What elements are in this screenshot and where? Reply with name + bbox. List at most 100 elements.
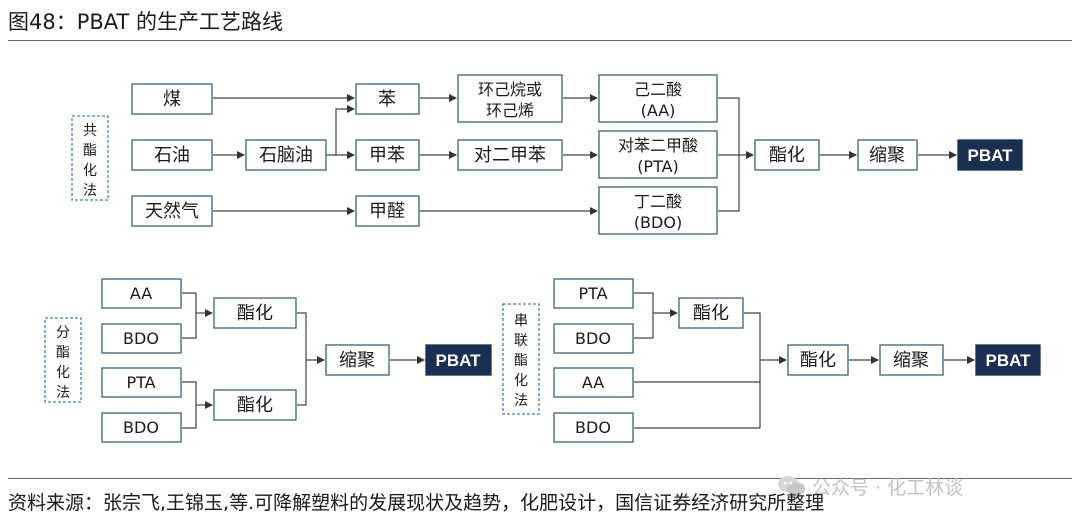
- node-label: 缩聚: [869, 145, 905, 166]
- node-polycondensation: [857, 139, 918, 171]
- node-label: 对二甲苯: [474, 145, 546, 166]
- merge-line-pta-bdo: [182, 381, 197, 429]
- node-label: 缩聚: [339, 350, 375, 371]
- split-esterification-label-box: [44, 317, 82, 403]
- co-esterification-section: 共 酯 化 法 煤 石油 天然气 石脑油 苯 甲苯 甲醛: [71, 74, 1023, 235]
- side-label-char: 酯: [83, 143, 97, 159]
- node-product-pbat: [975, 344, 1041, 376]
- series-esterification-label-box: [502, 303, 540, 415]
- node-label: 酯化: [800, 350, 836, 371]
- node-label: 甲苯: [369, 145, 405, 166]
- node-cyclohexane: [457, 74, 563, 123]
- node-esterification-a: [678, 297, 744, 329]
- node-bdo: [553, 412, 634, 443]
- node-label: PTA: [126, 373, 155, 392]
- side-label-char: 酯: [514, 353, 528, 369]
- side-label-char: 化: [514, 373, 528, 389]
- node-pta: [101, 367, 182, 398]
- node-label: 酯化: [693, 303, 729, 324]
- node-bdo: [598, 186, 718, 235]
- node-methanol: [355, 195, 420, 227]
- node-label: BDO: [575, 329, 611, 348]
- line-aa-merge: [634, 360, 761, 383]
- figure-title: 图48：PBAT 的生产工艺路线: [8, 10, 284, 34]
- node-benzene: [355, 83, 420, 115]
- node-bdo: [101, 412, 182, 443]
- node-label: AA: [582, 373, 604, 392]
- node-esterification-b: [213, 389, 297, 421]
- side-label-char: 法: [83, 183, 97, 199]
- node-polycondensation: [325, 344, 390, 376]
- node-product-pbat: [957, 139, 1023, 171]
- node-coal: [131, 83, 213, 115]
- line-bdo-merge: [634, 382, 761, 429]
- node-label: 缩聚: [893, 350, 929, 371]
- side-label-char: 化: [83, 163, 97, 179]
- node-label: (BDO): [634, 213, 682, 232]
- node-label: PBAT: [435, 351, 481, 370]
- node-p-xylene: [457, 139, 563, 171]
- watermark: 公众号 · 化工林谈: [812, 477, 964, 499]
- side-label-char: 分: [56, 325, 70, 341]
- arrow-naphtha-benzene: [335, 105, 355, 155]
- node-esterification: [754, 139, 820, 171]
- node-label: 己二酸: [634, 80, 682, 99]
- node-label: 煤: [163, 89, 181, 110]
- series-esterification-section: 串 联 酯 化 法 PTA BDO AA BDO 酯化 酯化 缩聚 PBAT: [502, 278, 1041, 443]
- node-aa: [553, 367, 634, 398]
- node-label: PTA: [578, 284, 607, 303]
- side-label-char: 共: [83, 123, 97, 139]
- side-label-char: 法: [56, 385, 70, 401]
- node-natural-gas: [131, 195, 213, 227]
- node-esterification-a: [213, 297, 297, 329]
- node-label: PBAT: [985, 351, 1031, 370]
- node-pta: [553, 278, 634, 309]
- node-bdo: [553, 323, 634, 354]
- node-label: 丁二酸: [634, 192, 682, 211]
- node-label: BDO: [123, 418, 159, 437]
- node-label: BDO: [575, 418, 611, 437]
- side-label-char: 串: [514, 313, 528, 329]
- node-toluene: [355, 139, 420, 171]
- node-bdo: [101, 323, 182, 354]
- wechat-icon: [778, 476, 805, 496]
- node-label: 环己烯: [486, 101, 534, 120]
- node-aa: [101, 278, 182, 309]
- side-label-char: 化: [56, 365, 70, 381]
- split-esterification-section: 分 酯 化 法 AA BDO PTA BDO 酯化 酯化 缩聚 PBAT: [44, 278, 492, 443]
- side-label-char: 联: [514, 333, 528, 349]
- node-naphtha: [245, 139, 327, 171]
- node-label: 石脑油: [259, 145, 313, 166]
- node-label: 甲醛: [369, 201, 405, 222]
- merge-line-aa-bdo: [182, 292, 197, 339]
- node-polycondensation: [879, 344, 944, 376]
- node-product-pbat: [425, 344, 492, 376]
- co-esterification-label-box: [71, 115, 109, 201]
- node-label: 对苯二甲酸: [618, 136, 698, 155]
- merge-line-esterifications: [297, 312, 307, 406]
- node-esterification-b: [787, 344, 849, 376]
- node-label: PBAT: [967, 146, 1013, 165]
- node-label: 环己烷或: [478, 80, 542, 99]
- node-label: 酯化: [237, 395, 273, 416]
- line-esterification-a-down: [744, 312, 761, 360]
- node-label: (PTA): [637, 157, 679, 176]
- node-label: 天然气: [145, 201, 199, 222]
- node-label: BDO: [123, 329, 159, 348]
- node-pta: [598, 130, 718, 179]
- source-divider: [8, 478, 1072, 479]
- figure-source: 资料来源：张宗飞,王锦玉,等.可降解塑料的发展现状及趋势，化肥设计，国信证券经济…: [8, 492, 825, 514]
- title-divider: [8, 40, 1072, 41]
- side-label-char: 酯: [56, 345, 70, 361]
- side-label-char: 法: [514, 393, 528, 409]
- node-label: 石油: [154, 145, 190, 166]
- node-petroleum: [131, 139, 213, 171]
- merge-line-pta-bdo: [634, 292, 654, 339]
- node-label: AA: [130, 284, 152, 303]
- node-label: 酯化: [769, 145, 805, 166]
- node-aa: [598, 74, 718, 123]
- node-label: 酯化: [237, 303, 273, 324]
- node-label: (AA): [641, 101, 676, 120]
- node-label: 苯: [378, 89, 396, 110]
